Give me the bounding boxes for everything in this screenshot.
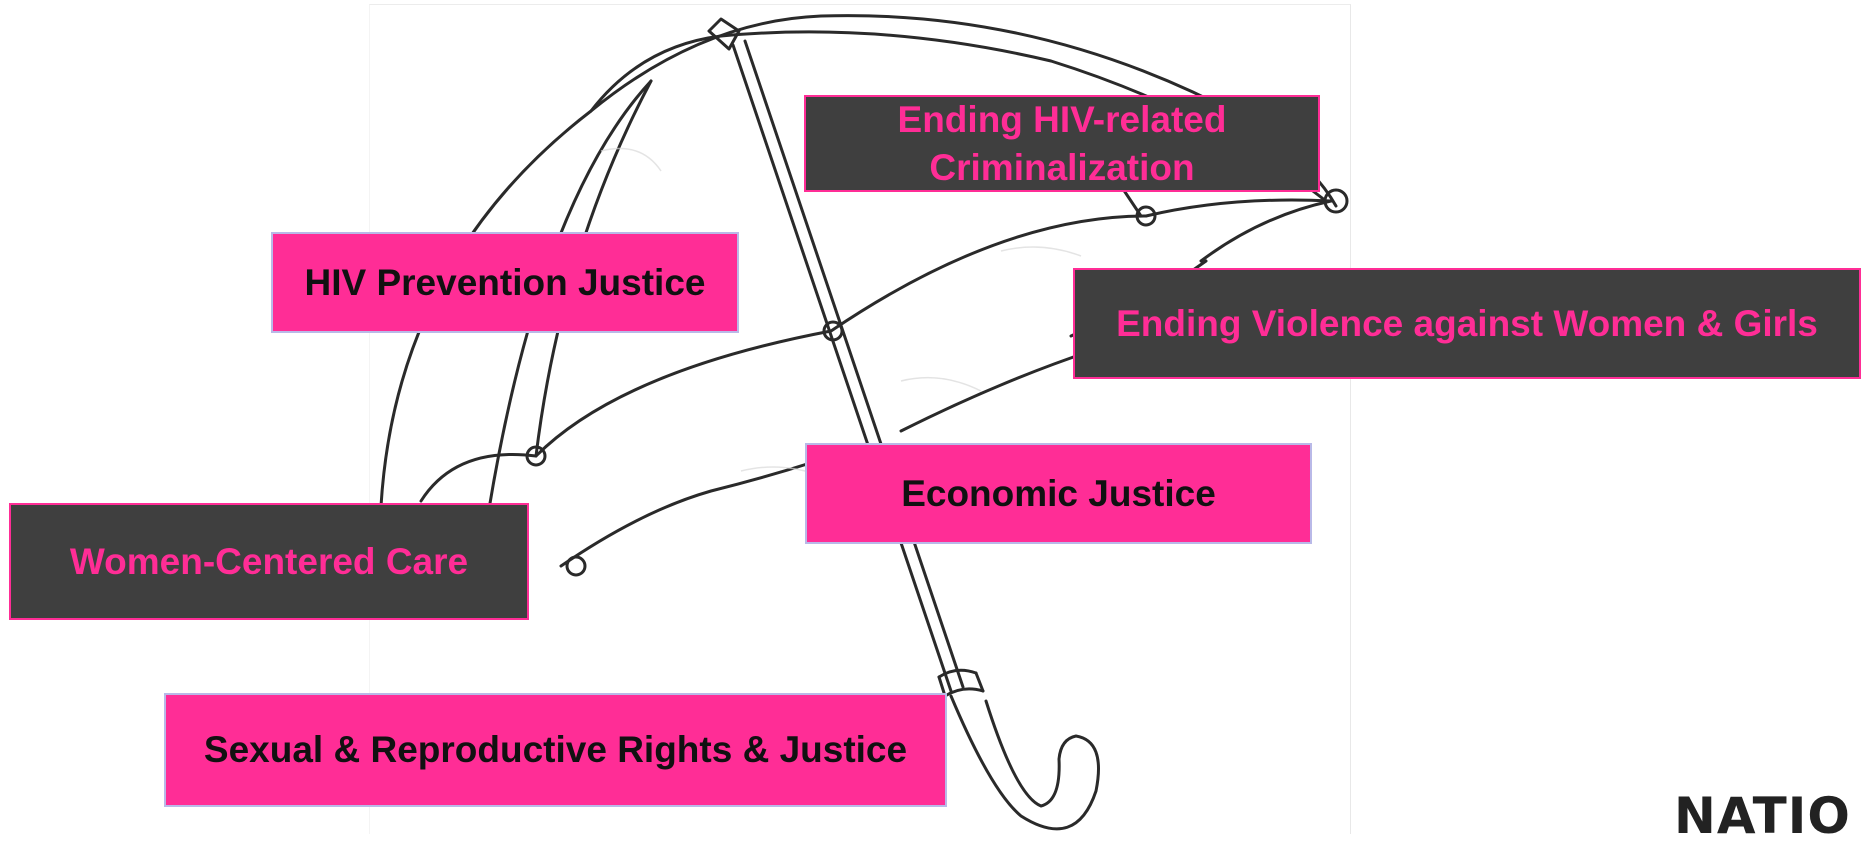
label-economic-justice: Economic Justice: [805, 443, 1312, 544]
label-sexual-reproductive-rights: Sexual & Reproductive Rights & Justice: [164, 693, 947, 807]
brand-text-fragment: NATIO: [1674, 787, 1851, 845]
label-ending-criminalization: Ending HIV-related Criminalization: [804, 95, 1320, 192]
label-hiv-prevention-justice: HIV Prevention Justice: [271, 232, 739, 333]
label-ending-violence: Ending Violence against Women & Girls: [1073, 268, 1861, 379]
umbrella-icon: [379, 14, 1349, 831]
label-women-centered-care: Women-Centered Care: [9, 503, 529, 620]
